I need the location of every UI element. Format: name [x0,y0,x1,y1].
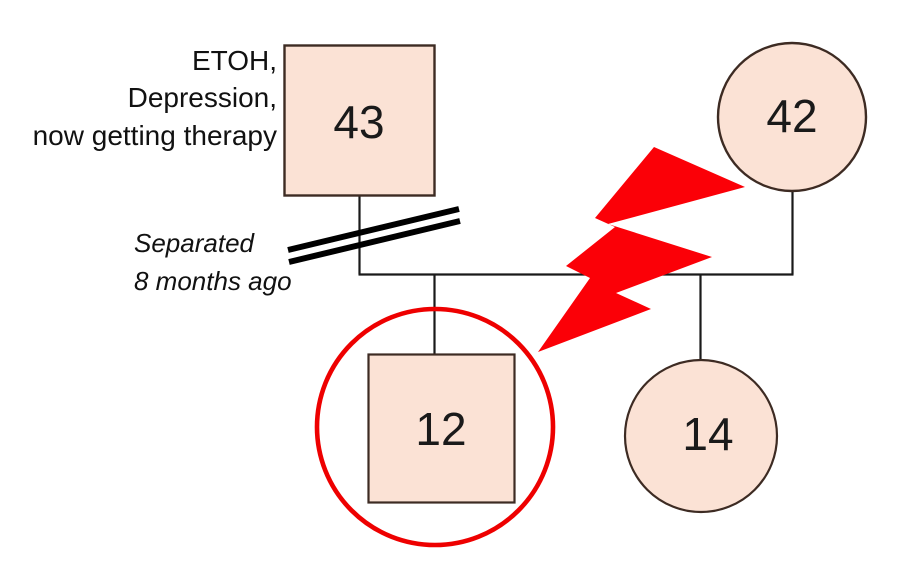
father-notes-annotation: ETOH, Depression, now getting therapy [33,45,277,151]
father-age-label: 43 [333,96,384,148]
child-12-age-label: 12 [415,403,466,455]
identified-patient-highlight-circle [314,306,556,548]
node-child-12[interactable]: 12 [367,353,516,504]
mother-circle[interactable] [716,41,868,193]
separation-slash-1 [287,206,460,253]
child-14-age-label: 14 [682,408,733,460]
child-12-square[interactable] [367,353,516,504]
mother-age-label: 42 [766,90,817,142]
separation-slash-2 [288,218,461,265]
father-note-line-1: ETOH, [192,45,277,76]
separation-note-line-2: 8 months ago [134,266,292,296]
separated-double-slash [287,206,461,265]
child-14-circle[interactable] [623,358,779,514]
father-note-line-2: Depression, [128,82,277,113]
lightning-bolt-shape [538,147,745,352]
father-note-line-3: now getting therapy [33,120,277,151]
node-child-14[interactable]: 14 [623,358,779,514]
relationship-connectors [358,191,794,361]
father-square[interactable] [283,44,436,197]
conflict-lightning-bolt [538,147,745,352]
separation-annotation: Separated 8 months ago [134,228,292,296]
node-mother[interactable]: 42 [716,41,868,193]
separation-note-line-1: Separated [134,228,256,258]
node-father[interactable]: 43 [283,44,436,197]
